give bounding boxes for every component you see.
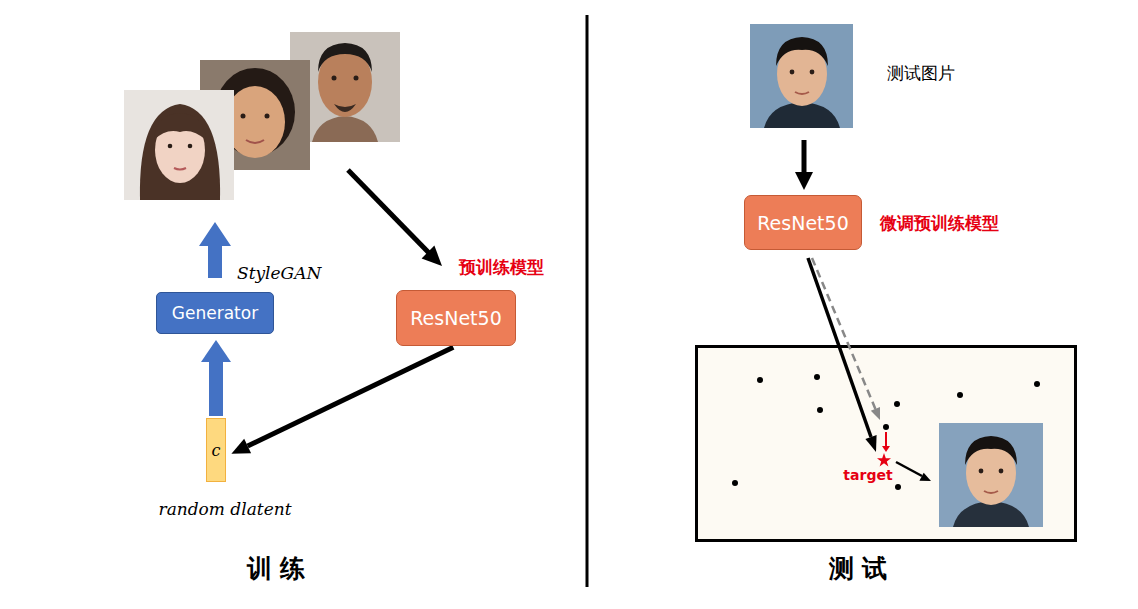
latent-point xyxy=(1034,381,1040,387)
arrow-head xyxy=(422,246,442,266)
arrow-connector xyxy=(248,347,454,446)
latent-vector-box: c xyxy=(206,418,226,482)
arrow-line xyxy=(802,140,807,173)
panel-title: 测试 xyxy=(829,552,895,585)
photo-eye xyxy=(810,70,815,75)
face-photo xyxy=(939,423,1043,527)
latent-point xyxy=(732,480,738,486)
photo-eye xyxy=(999,469,1004,474)
vector-caption: random dlatent xyxy=(159,499,292,519)
block-arrow-connector xyxy=(209,362,223,416)
model-note: 微调预训练模型 xyxy=(880,212,999,235)
node-text: c xyxy=(212,441,221,460)
node-text: ResNet50 xyxy=(410,307,501,329)
panel-title: 训练 xyxy=(247,552,313,585)
photo-eye xyxy=(265,114,270,119)
arrow-line xyxy=(885,432,887,446)
photo-eye xyxy=(332,76,337,81)
photo-ground xyxy=(124,90,234,200)
photo-eye xyxy=(188,144,193,149)
face-photo xyxy=(750,24,853,128)
photo-hair xyxy=(318,43,372,72)
latent-space-box xyxy=(697,347,1076,541)
photo-ground xyxy=(750,24,853,128)
arrow-head xyxy=(865,435,876,452)
photo-eye xyxy=(354,76,359,81)
node-text: Generator xyxy=(172,303,258,323)
photo-mouth xyxy=(246,140,264,143)
node-text: ResNet50 xyxy=(757,212,848,234)
photo-mouth xyxy=(795,92,809,94)
latent-point xyxy=(957,392,963,398)
latent-point xyxy=(883,424,889,430)
divider-line xyxy=(586,15,589,587)
photo-mouth xyxy=(984,491,998,493)
latent-point xyxy=(894,401,900,407)
photo-eye xyxy=(168,144,173,149)
arrow-head xyxy=(919,473,931,481)
photo-hair xyxy=(140,104,220,200)
photo-ground xyxy=(939,423,1043,527)
latent-point xyxy=(757,377,763,383)
dashed-arrow-line xyxy=(812,258,875,409)
photo-beard xyxy=(334,104,356,112)
model-note: 预训练模型 xyxy=(459,256,544,279)
resnet-box: ResNet50 xyxy=(744,195,862,250)
photo-eye xyxy=(790,70,795,75)
image-caption: 测试图片 xyxy=(887,62,955,85)
photo-eye xyxy=(241,114,246,119)
model-name: StyleGAN xyxy=(237,263,321,283)
latent-point xyxy=(817,407,823,413)
arrow-head xyxy=(882,446,890,452)
arrow-line xyxy=(808,258,871,437)
photo-hair xyxy=(776,37,828,66)
block-arrow xyxy=(199,222,231,278)
target-star xyxy=(877,453,891,466)
photo-bangs xyxy=(154,113,206,140)
face-photo xyxy=(124,90,234,200)
latent-point xyxy=(814,374,820,380)
arrow-head xyxy=(871,407,880,420)
photo-mouth xyxy=(174,168,186,170)
generator-box: Generator xyxy=(156,292,274,334)
latent-point xyxy=(895,484,901,490)
photo-hair xyxy=(965,436,1017,465)
target-label: target xyxy=(843,467,892,483)
arrow-head xyxy=(795,172,813,190)
arrow-line xyxy=(348,170,430,254)
arrow-line xyxy=(896,462,922,476)
photo-neck xyxy=(312,116,378,142)
resnet-box: ResNet50 xyxy=(396,290,516,346)
photo-eye xyxy=(979,469,984,474)
